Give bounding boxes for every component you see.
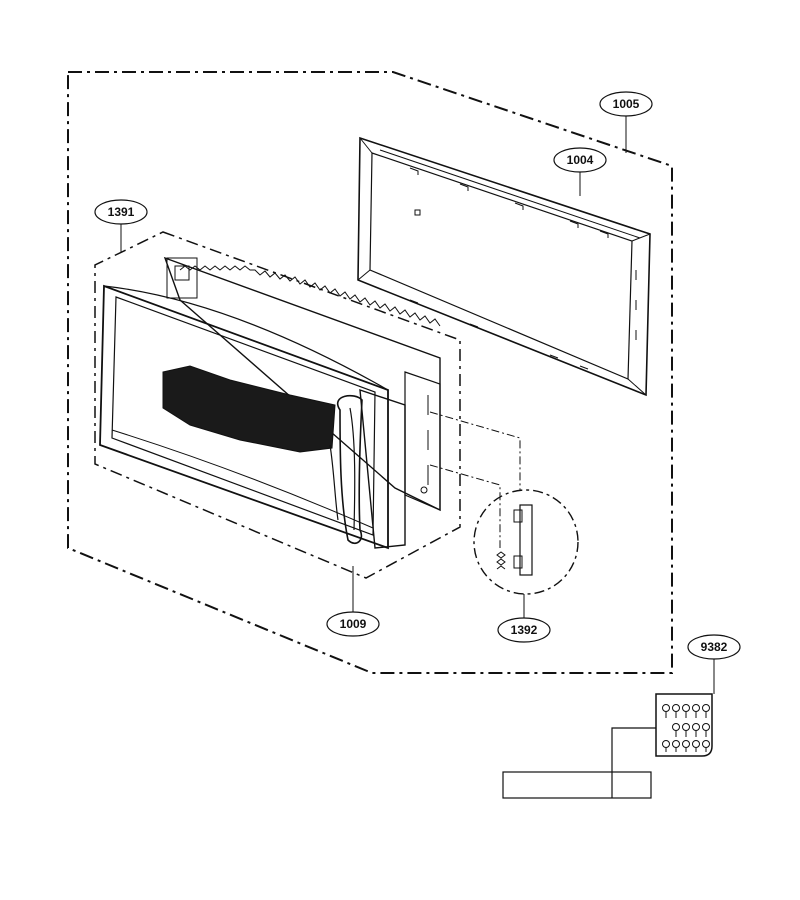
door-front-1009 [99,284,406,550]
door-boundary-1391 [94,231,461,579]
latch-assembly-1392 [496,504,533,576]
callout-1391: 1391 [94,199,148,225]
callout-1009: 1009 [326,611,380,637]
door-handle [329,394,363,545]
latch-leader-lines [429,411,521,490]
svg-text:1391: 1391 [108,205,135,219]
door-rear-panel [163,256,441,512]
svg-text:9382: 9382 [701,640,728,654]
door-frame-1004 [357,136,651,397]
callout-leaders [120,116,715,694]
latch-detail-boundary [473,489,579,595]
latch-leader-lines-2 [429,464,501,548]
svg-text:1009: 1009 [340,617,367,631]
svg-text:1005: 1005 [613,97,640,111]
screw-icons [662,704,710,752]
callout-1392: 1392 [497,617,551,643]
screw-pack-bracket [611,727,656,798]
screw-pack-9382 [655,693,713,757]
callout-9382: 9382 [687,634,741,660]
callout-1004: 1004 [553,147,607,173]
assembly-boundary-1005 [67,71,673,674]
svg-text:1004: 1004 [567,153,594,167]
callout-1005: 1005 [599,91,653,117]
door-window [162,365,336,453]
svg-text:1392: 1392 [511,623,538,637]
blank-label-box [502,771,652,799]
